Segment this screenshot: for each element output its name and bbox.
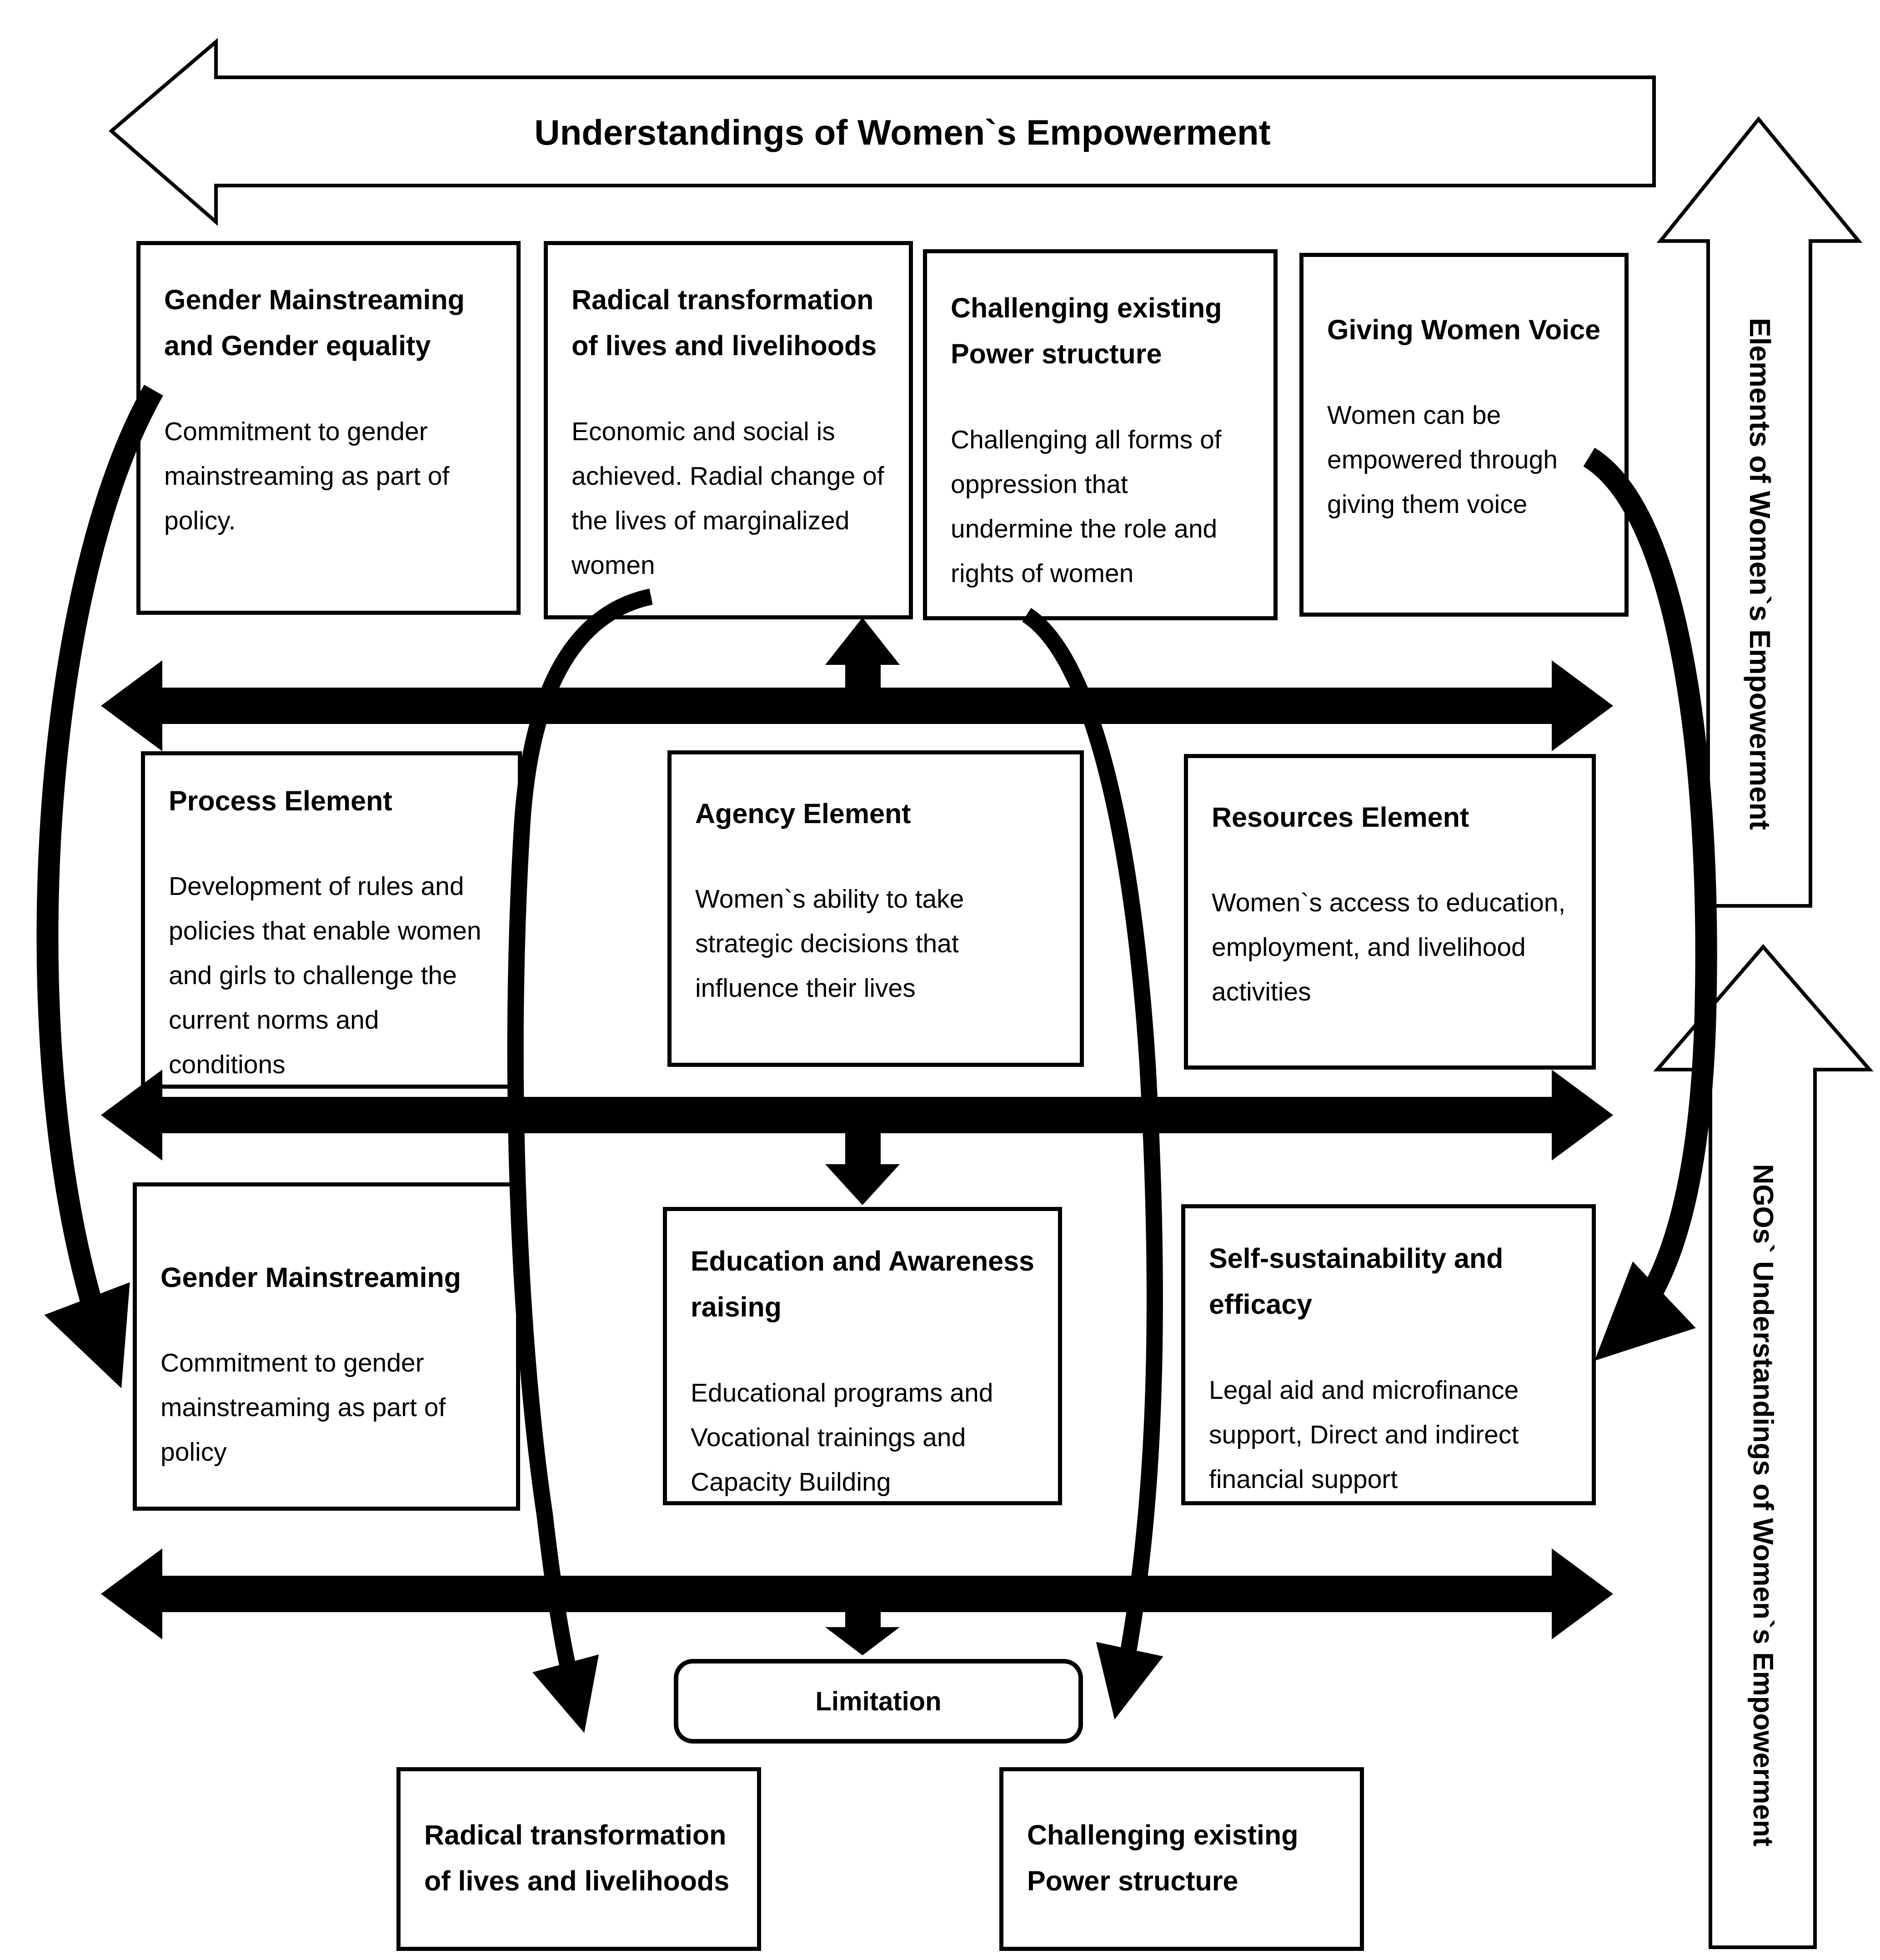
box-title: Radical transformation of lives and live…: [572, 284, 877, 362]
up-branch-arrow-stem: [845, 662, 881, 712]
box-body: Challenging all forms of oppression that…: [951, 425, 1222, 588]
limitation-box: Limitation: [674, 1659, 1083, 1744]
box-title: Education and Awareness raising: [691, 1246, 1034, 1323]
box-title: Radical transformation of lives and live…: [424, 1819, 730, 1897]
box-title: Challenging existing Power structure: [951, 292, 1222, 370]
elements-up-arrow: [1656, 116, 1863, 908]
box-gender-mainstreaming-lower: Gender Mainstreaming Commitment to gende…: [133, 1182, 520, 1511]
double-arrow-bar-1: [101, 660, 1613, 751]
title-arrow-label: Understandings of Women`s Empowerment: [534, 112, 1270, 152]
box-body: Development of rules and policies that e…: [169, 872, 481, 1080]
box-title: Self-sustainability and efficacy: [1209, 1243, 1504, 1320]
box-title: Resources Element: [1212, 802, 1469, 833]
box-body: Economic and social is achieved. Radial …: [572, 417, 884, 580]
box-radical-transformation-top: Radical transformation of lives and live…: [544, 241, 913, 619]
box-title: Gender Mainstreaming: [160, 1262, 461, 1293]
box-radical-transformation-bottom: Radical transformation of lives and live…: [396, 1767, 761, 1951]
up-branch-arrow-head: [825, 618, 900, 665]
box-gender-mainstreaming-and-equality: Gender Mainstreaming and Gender equality…: [136, 241, 521, 615]
box-body: Educational programs and Vocational trai…: [691, 1378, 993, 1497]
box-body: Women`s access to education, employment,…: [1212, 888, 1566, 1007]
box-body: Women`s ability to take strategic decisi…: [695, 885, 964, 1003]
box-challenging-power-top: Challenging existing Power structure Cha…: [923, 249, 1278, 620]
box-body: Legal aid and microfinance support, Dire…: [1209, 1375, 1519, 1494]
box-title: Gender Mainstreaming and Gender equality: [164, 284, 465, 362]
box-process-element: Process Element Development of rules and…: [141, 751, 522, 1089]
down-branch-arrow-3-head: [825, 1627, 900, 1655]
curve-arrow-radical-transformation: [507, 588, 653, 1733]
box-title: Agency Element: [695, 798, 911, 829]
ngos-up-arrow: [1653, 944, 1874, 1949]
box-title: Challenging existing Power structure: [1027, 1819, 1298, 1897]
box-education-awareness: Education and Awareness raising Educatio…: [663, 1207, 1062, 1505]
down-branch-arrow-2-head: [825, 1164, 900, 1205]
box-challenging-power-bottom: Challenging existing Power structure: [999, 1767, 1364, 1951]
box-resources-element: Resources Element Women`s access to educ…: [1184, 754, 1596, 1070]
double-arrow-bar-3: [101, 1548, 1613, 1639]
box-self-sustainability: Self-sustainability and efficacy Legal a…: [1181, 1204, 1596, 1505]
down-branch-arrow-3-stem: [845, 1610, 881, 1629]
box-body: Commitment to gender mainstreaming as pa…: [164, 417, 450, 535]
box-title: Process Element: [169, 785, 392, 816]
box-agency-element: Agency Element Women`s ability to take s…: [667, 750, 1084, 1067]
elements-up-arrow-label: Elements of Women`s Empowerment: [1744, 318, 1776, 830]
ngos-up-arrow-label: NGOs` Understandings of Women`s Empowerm…: [1747, 1164, 1779, 1847]
down-branch-arrow-2-stem: [845, 1132, 881, 1168]
box-giving-women-voice: Giving Women Voice Women can be empowere…: [1299, 253, 1629, 617]
box-body: Commitment to gender mainstreaming as pa…: [160, 1348, 446, 1467]
box-title: Giving Women Voice: [1327, 314, 1601, 345]
box-body: Women can be empowered through giving th…: [1327, 401, 1558, 519]
title-arrow-left: [108, 38, 1656, 226]
limitation-label: Limitation: [815, 1686, 942, 1716]
